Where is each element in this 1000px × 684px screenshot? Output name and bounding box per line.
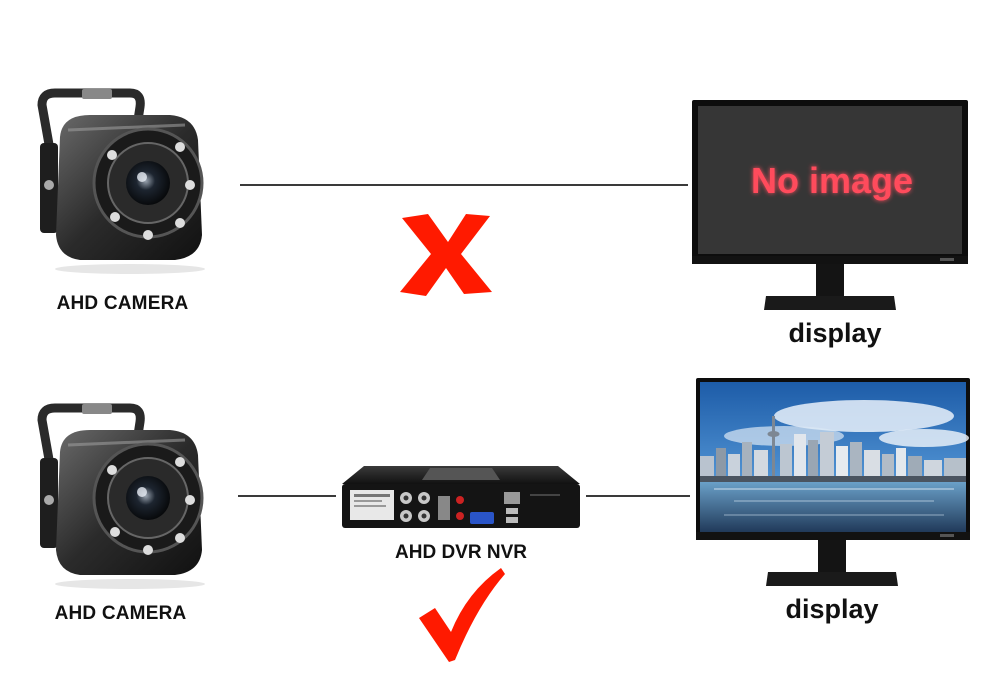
connector-line [238,495,336,497]
display-monitor-on [696,378,970,586]
ahd-camera-icon [37,88,205,274]
no-image-glow: No image [751,160,913,201]
display-monitor-off: No image No image [692,100,968,310]
camera-label: AHD CAMERA [54,603,187,624]
connector-line [586,495,690,497]
ahd-camera-icon [37,403,205,589]
connector-line [240,184,688,186]
no-image-text: No image [751,160,913,201]
camera-label: AHD CAMERA [56,293,189,314]
city-landscape-image [700,382,969,532]
dvr-label: AHD DVR NVR [395,542,527,563]
checkmark-icon [419,568,505,662]
display-label: display [785,594,879,624]
cross-icon [400,214,492,296]
display-label: display [788,318,882,348]
dvr-recorder-icon [342,466,580,528]
